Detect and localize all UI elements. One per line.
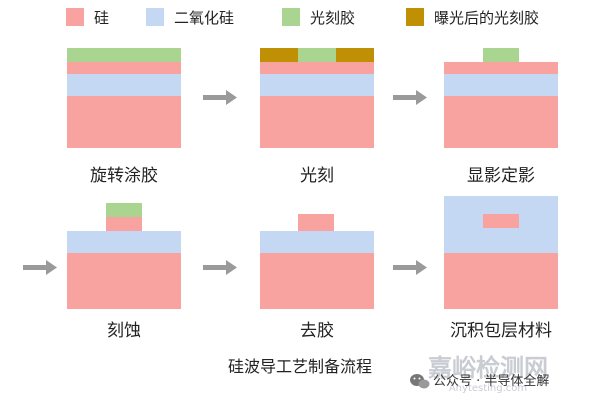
step-label-spin-coating: 旋转涂胶 — [90, 166, 158, 186]
silicon-waveguide-core — [298, 214, 334, 231]
step-lithography: 光刻 — [260, 48, 374, 186]
arrow-right-icon — [393, 260, 427, 275]
step-cladding-deposition: 沉积包层材料 — [444, 196, 558, 341]
step-resist-removal: 去胶 — [260, 214, 374, 341]
figure-caption: 硅波导工艺制备流程 — [228, 357, 372, 376]
step-etching: 刻蚀 — [67, 203, 181, 341]
photoresist-center — [298, 48, 336, 62]
exposed-photoresist-right — [336, 48, 374, 62]
photoresist-layer — [67, 48, 181, 62]
legend-swatch-sio2 — [146, 8, 164, 26]
step-label-etching: 刻蚀 — [107, 321, 141, 341]
silicon-core-layer — [67, 62, 181, 74]
photoresist-strip — [106, 203, 142, 217]
legend-label-sio2: 二氧化硅 — [174, 9, 234, 27]
silicon-layer — [67, 96, 181, 148]
silicon-layer — [67, 253, 181, 309]
silicon-layer — [260, 96, 374, 148]
sio2-layer — [260, 74, 374, 96]
watermark-text: 嘉峪检测网 — [428, 354, 548, 382]
sio2-layer — [260, 231, 374, 253]
legend-swatch-silicon — [66, 8, 84, 26]
silicon-waveguide-core — [106, 217, 142, 231]
legend: 硅 二氧化硅 光刻胶 曝光后的光刻胶 — [66, 8, 539, 27]
silicon-layer — [444, 96, 558, 148]
sio2-layer — [67, 231, 181, 253]
arrow-right-icon — [23, 260, 57, 275]
arrow-right-icon — [203, 90, 237, 105]
silicon-layer — [444, 253, 558, 309]
silicon-waveguide-core — [483, 214, 519, 228]
legend-label-exposed-photoresist: 曝光后的光刻胶 — [434, 9, 539, 27]
watermark-subtext: Anytesting.com — [449, 383, 527, 394]
step-label-cladding-deposition: 沉积包层材料 — [450, 321, 552, 341]
exposed-photoresist-left — [260, 48, 298, 62]
legend-label-silicon: 硅 — [94, 9, 109, 27]
silicon-core-layer — [444, 62, 558, 74]
arrow-right-icon — [203, 260, 237, 275]
watermark: 嘉峪检测网 Anytesting.com — [428, 354, 548, 394]
wechat-icon — [410, 374, 430, 389]
sio2-layer — [444, 74, 558, 96]
step-label-development: 显影定影 — [467, 166, 535, 186]
silicon-core-layer — [260, 62, 374, 74]
silicon-layer — [260, 253, 374, 309]
step-spin-coating: 旋转涂胶 — [67, 48, 181, 186]
wechat-badge: 公众号 · 半导体全解 — [410, 373, 549, 389]
step-label-lithography: 光刻 — [300, 166, 334, 186]
legend-label-photoresist: 光刻胶 — [310, 9, 355, 27]
legend-swatch-photoresist — [282, 8, 300, 26]
sio2-layer — [67, 74, 181, 96]
step-development: 显影定影 — [444, 48, 558, 186]
photoresist-strip — [483, 48, 519, 62]
wechat-account-text: 公众号 · 半导体全解 — [433, 373, 549, 389]
arrow-right-icon — [393, 90, 427, 105]
step-label-resist-removal: 去胶 — [300, 321, 334, 341]
legend-swatch-exposed-photoresist — [406, 8, 424, 26]
